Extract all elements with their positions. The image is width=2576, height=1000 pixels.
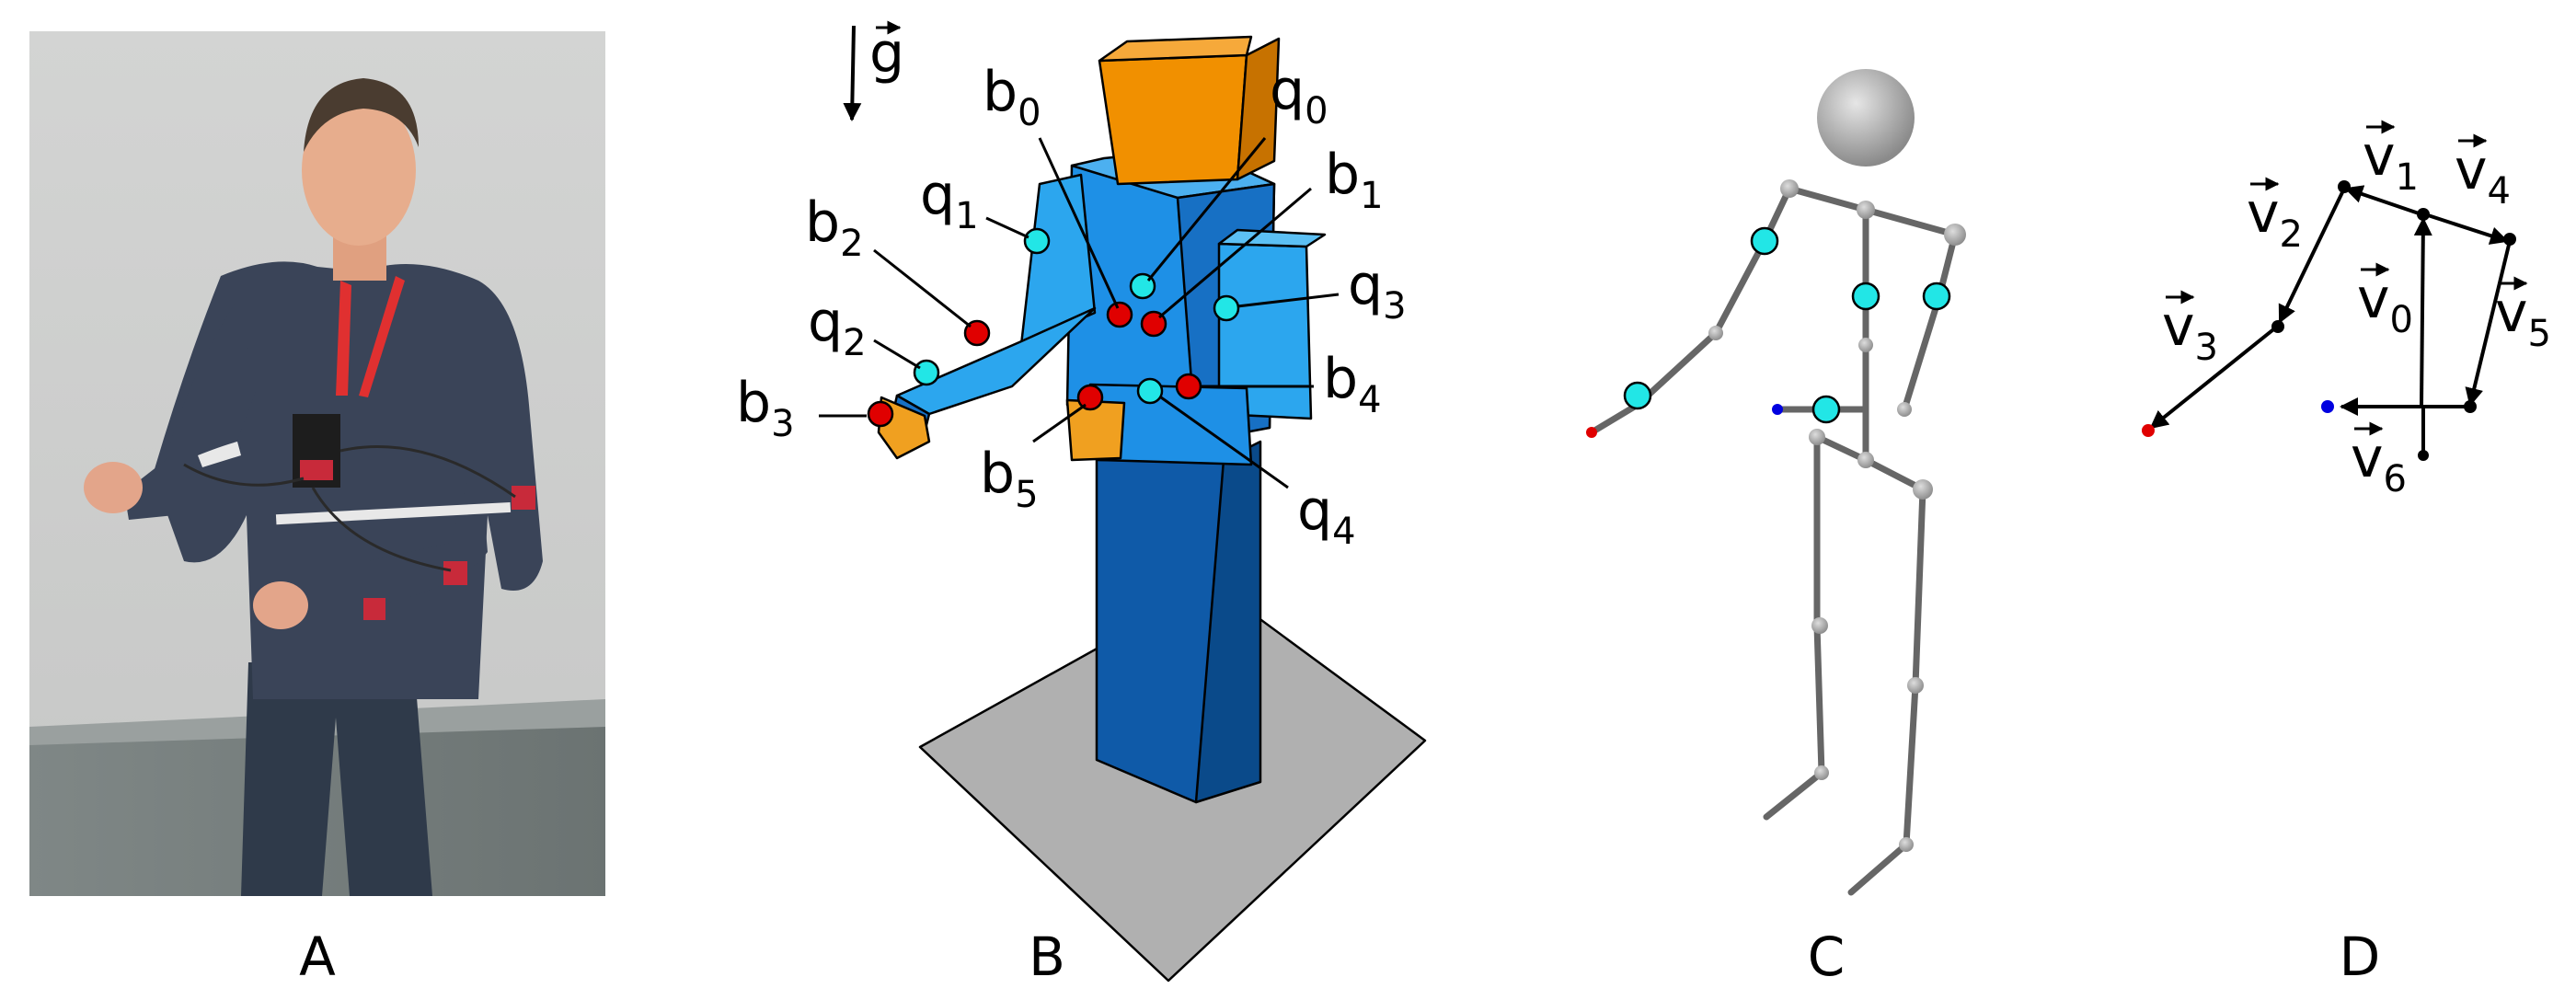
panel-label-a: A: [299, 925, 336, 988]
label-q2: q2: [808, 290, 867, 364]
label-b3: b3: [736, 371, 795, 445]
gravity-label: g: [869, 21, 904, 86]
panel-b-labels: b0 q0 b1 b2 q1 q3 q2 b4 b3 b5 q4: [736, 58, 1407, 553]
marker-q4: [1136, 377, 1164, 405]
marker-b3: [867, 400, 894, 428]
panel-label-d: D: [2340, 925, 2381, 988]
panel-c-skeleton: [1588, 185, 1959, 896]
label-v1: v1: [2363, 124, 2419, 199]
label-v6: v6: [2351, 426, 2407, 500]
gravity-arrow: g: [843, 20, 904, 121]
label-v0: v0: [2357, 267, 2413, 341]
marker-b2: [963, 319, 991, 347]
label-v2: v2: [2247, 181, 2303, 256]
label-v4: v4: [2455, 138, 2511, 213]
head-block: [1098, 53, 1248, 186]
marker-b0: [1106, 301, 1133, 328]
hand-block-right: [1065, 398, 1126, 462]
panel-c-markers: [1586, 226, 1951, 438]
marker-q2: [913, 359, 940, 386]
skeleton-head: [1817, 69, 1915, 167]
panel-d-labels: v1 v4 v2 v0 v5 v3 v6: [2162, 120, 2551, 500]
label-q1: q1: [920, 163, 979, 237]
label-q3: q3: [1348, 253, 1407, 328]
label-q0: q0: [1270, 58, 1328, 132]
panel-label-c: C: [1808, 925, 1846, 988]
label-b2: b2: [805, 190, 864, 265]
label-b4: b4: [1323, 347, 1382, 421]
marker-q3: [1213, 294, 1240, 322]
panel-b-markers: [867, 227, 1240, 428]
panel-a-photo: [29, 31, 605, 896]
panel-label-b: B: [1029, 925, 1065, 988]
panel-b-leaders: [819, 137, 1340, 489]
label-v5: v5: [2495, 281, 2551, 355]
panel-d-vectors: [2149, 185, 2512, 453]
label-v3: v3: [2162, 294, 2218, 369]
label-b5: b5: [980, 442, 1039, 516]
marker-q1: [1023, 227, 1051, 255]
label-b1: b1: [1325, 143, 1384, 217]
panel-c-joints: [1708, 69, 1966, 852]
panel-b-block-model: [877, 35, 1427, 983]
panel-d-nodes: [2142, 180, 2516, 461]
marker-b5: [1076, 384, 1104, 411]
label-q4: q4: [1297, 478, 1356, 553]
label-b0: b0: [983, 60, 1041, 134]
marker-b4: [1175, 373, 1202, 400]
